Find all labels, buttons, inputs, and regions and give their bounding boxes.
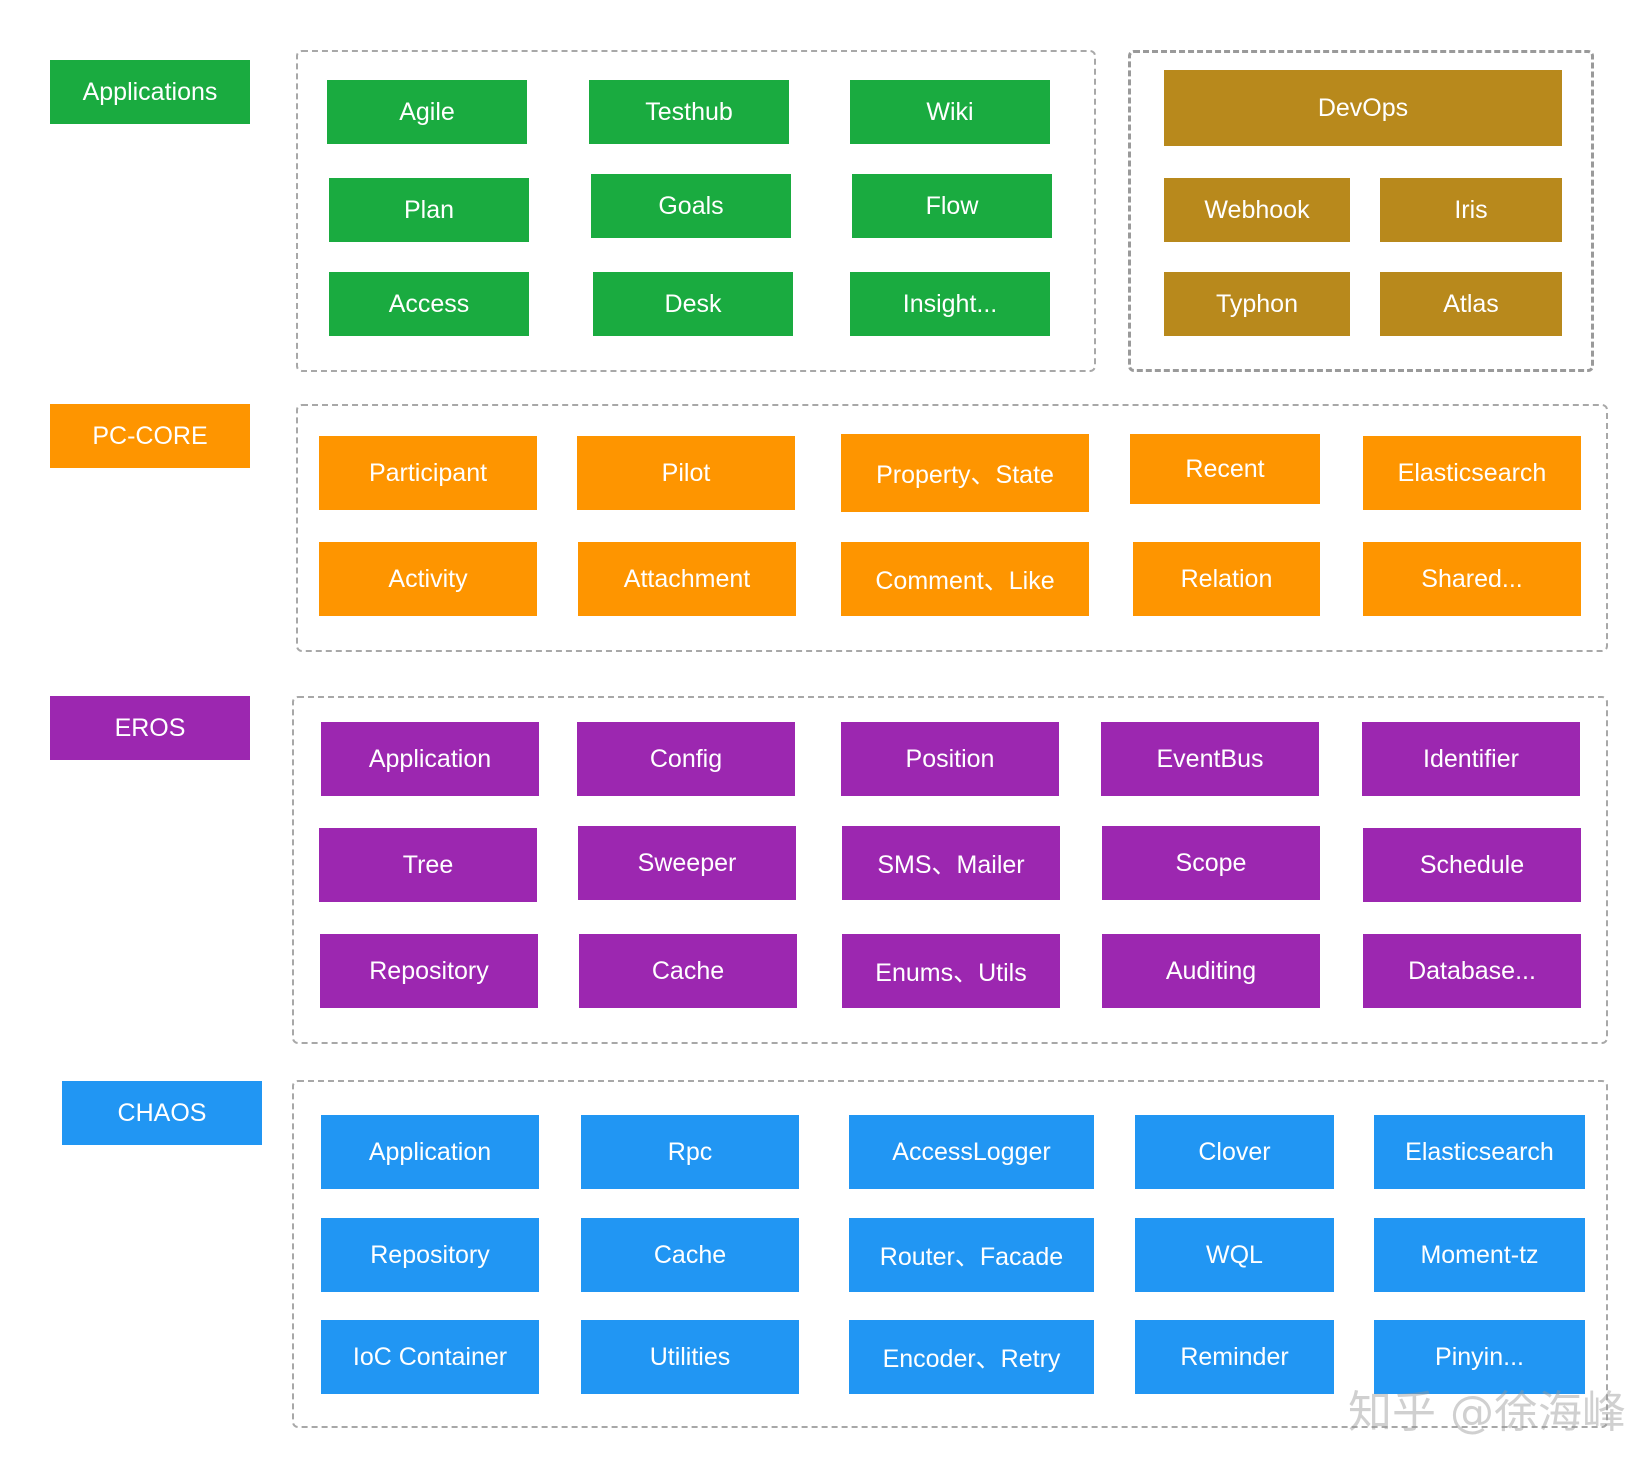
app-box-testhub: Testhub	[589, 80, 789, 144]
pc-core-box-attachment: Attachment	[578, 542, 796, 616]
eros-box-position: Position	[841, 722, 1059, 796]
chaos-box-repository: Repository	[321, 1218, 539, 1292]
pc-core-box-participant: Participant	[319, 436, 537, 510]
app-box-access: Access	[329, 272, 529, 336]
devops-box-typhon: Typhon	[1164, 272, 1350, 336]
eros-box-sms-mailer: SMS、Mailer	[842, 826, 1060, 900]
devops-header-box: DevOps	[1164, 70, 1562, 146]
pc-core-box-comment-like: Comment、Like	[841, 542, 1089, 616]
layer-label-applications: Applications	[50, 60, 250, 124]
pc-core-box-recent: Recent	[1130, 434, 1320, 504]
devops-box-webhook: Webhook	[1164, 178, 1350, 242]
chaos-box-pinyin: Pinyin...	[1374, 1320, 1585, 1394]
devops-box-iris: Iris	[1380, 178, 1562, 242]
layer-label-pc-core: PC-CORE	[50, 404, 250, 468]
eros-box-enums-utils: Enums、Utils	[842, 934, 1060, 1008]
eros-box-config: Config	[577, 722, 795, 796]
pc-core-box-relation: Relation	[1133, 542, 1320, 616]
devops-box-atlas: Atlas	[1380, 272, 1562, 336]
app-box-plan: Plan	[329, 178, 529, 242]
pc-core-box-elasticsearch: Elasticsearch	[1363, 436, 1581, 510]
chaos-box-accesslogger: AccessLogger	[849, 1115, 1094, 1189]
chaos-box-cache: Cache	[581, 1218, 799, 1292]
layer-label-chaos: CHAOS	[62, 1081, 262, 1145]
eros-box-scope: Scope	[1102, 826, 1320, 900]
chaos-box-clover: Clover	[1135, 1115, 1334, 1189]
app-box-goals: Goals	[591, 174, 791, 238]
eros-box-auditing: Auditing	[1102, 934, 1320, 1008]
chaos-box-encoder-retry: Encoder、Retry	[849, 1320, 1094, 1394]
chaos-box-moment-tz: Moment-tz	[1374, 1218, 1585, 1292]
eros-box-cache: Cache	[579, 934, 797, 1008]
pc-core-box-activity: Activity	[319, 542, 537, 616]
chaos-box-application: Application	[321, 1115, 539, 1189]
eros-box-repository: Repository	[320, 934, 538, 1008]
chaos-box-elasticsearch: Elasticsearch	[1374, 1115, 1585, 1189]
applications-group-frame	[296, 50, 1096, 372]
chaos-box-utilities: Utilities	[581, 1320, 799, 1394]
chaos-box-ioc-container: IoC Container	[321, 1320, 539, 1394]
chaos-box-reminder: Reminder	[1135, 1320, 1334, 1394]
eros-box-application: Application	[321, 722, 539, 796]
eros-box-tree: Tree	[319, 828, 537, 902]
app-box-desk: Desk	[593, 272, 793, 336]
devops-group-frame	[1128, 50, 1594, 372]
pc-core-group-frame	[296, 404, 1608, 652]
eros-box-eventbus: EventBus	[1101, 722, 1319, 796]
app-box-flow: Flow	[852, 174, 1052, 238]
eros-group-frame	[292, 696, 1608, 1044]
watermark-text: 知乎 @徐海峰	[1348, 1387, 1626, 1438]
pc-core-box-pilot: Pilot	[577, 436, 795, 510]
pc-core-box-property-state: Property、State	[841, 434, 1089, 512]
eros-box-sweeper: Sweeper	[578, 826, 796, 900]
eros-box-schedule: Schedule	[1363, 828, 1581, 902]
app-box-insight: Insight...	[850, 272, 1050, 336]
app-box-wiki: Wiki	[850, 80, 1050, 144]
eros-box-database: Database...	[1363, 934, 1581, 1008]
chaos-box-rpc: Rpc	[581, 1115, 799, 1189]
app-box-agile: Agile	[327, 80, 527, 144]
layer-label-eros: EROS	[50, 696, 250, 760]
chaos-box-wql: WQL	[1135, 1218, 1334, 1292]
chaos-box-router-facade: Router、Facade	[849, 1218, 1094, 1292]
eros-box-identifier: Identifier	[1362, 722, 1580, 796]
chaos-group-frame	[292, 1080, 1608, 1428]
pc-core-box-shared: Shared...	[1363, 542, 1581, 616]
